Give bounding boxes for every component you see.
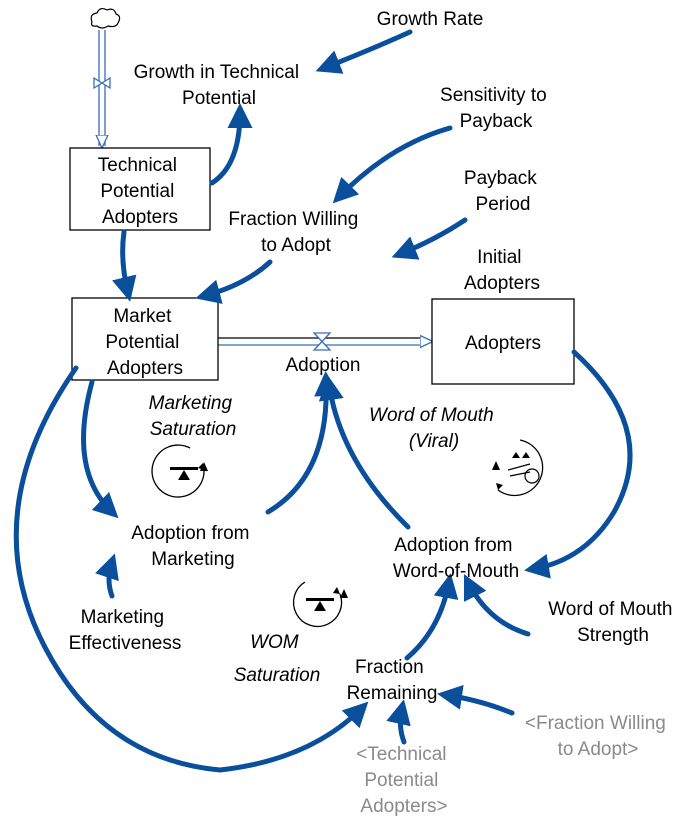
- stock-box-technical-potential: [69, 147, 211, 231]
- label-adoption-from-word-of-mouth: Adoption from Word-of-Mouth: [393, 535, 519, 582]
- link-adoptionmarketing-to-adoption: [265, 371, 340, 515]
- link-fractionremaining-to-adoptionwom: [404, 573, 459, 661]
- link-techpotential-to-growth: [209, 103, 253, 186]
- link-effectiveness-to-adoptionmarketing: [95, 553, 119, 599]
- label-adoption-from-marketing: Adoption from Marketing: [131, 523, 255, 570]
- label-initial-adopters: Initial Adopters: [464, 247, 540, 294]
- link-payback-to-fraction: [391, 217, 468, 260]
- link-growthrate-to-growth: [315, 29, 413, 74]
- growth-valve-icon: [93, 76, 111, 90]
- loop-icon-word-of-mouth: [492, 439, 544, 497]
- label-market-potential-adopters: Market Potential Adopters: [105, 306, 184, 379]
- label-payback-period: Payback Period: [464, 168, 542, 215]
- link-marketpotential-to-fractionremaining: [13, 365, 369, 773]
- growth-flow-pipe: [99, 30, 105, 147]
- label-fraction-willing-to-adopt: Fraction Willing to Adopt: [228, 209, 363, 256]
- link-marketpotential-to-adoptionmarketing: [81, 379, 119, 519]
- loop-icon-wom-saturation: [292, 581, 348, 628]
- label-sensitivity-to-payback: Sensitivity to Payback: [440, 85, 552, 132]
- link-sensitivity-to-fraction: [332, 125, 453, 204]
- label-adopters: Adopters: [465, 333, 541, 354]
- label-adoption: Adoption: [285, 355, 360, 376]
- label-loop-marketing-saturation: Marketing Saturation: [149, 393, 238, 440]
- link-adoptionwom-to-adoption: [318, 375, 411, 530]
- label-marketing-effectiveness: Marketing Effectiveness: [69, 607, 182, 654]
- link-womstrength-to-adoptionwom: [463, 573, 531, 637]
- label-loop-word-of-mouth: Word of Mouth (Viral): [369, 405, 499, 452]
- label-word-of-mouth-strength: Word of Mouth Strength: [548, 599, 678, 646]
- label-growth-rate: Growth Rate: [377, 9, 484, 30]
- label-shadow-fraction-willing: <Fraction Willing to Adopt>: [525, 713, 671, 760]
- stock-box-adopters: [431, 298, 575, 385]
- label-fraction-remaining: Fraction Remaining: [347, 657, 438, 704]
- label-technical-potential-adopters: Technical Potential Adopters: [98, 155, 183, 228]
- label-growth-in-technical-potential: Growth in Technical Potential: [134, 62, 305, 109]
- link-adopters-to-adoptionwom: [524, 349, 633, 579]
- loop-icon-marketing-saturation: [151, 444, 208, 498]
- label-shadow-technical-potential: <Technical Potential Adopters>: [356, 744, 452, 817]
- cloud-source-icon: [90, 7, 121, 29]
- link-fraction-to-marketpotential: [195, 259, 273, 304]
- link-techpotential-to-marketpotential: [112, 229, 137, 302]
- link-shadowtech-to-fractionremaining: [386, 699, 411, 745]
- adoption-valve-icon: [312, 332, 332, 351]
- stock-box-market-potential: [71, 297, 219, 381]
- link-shadowfraction-to-fractionremaining: [437, 684, 515, 716]
- label-loop-wom-saturation: WOM Saturation: [234, 632, 321, 686]
